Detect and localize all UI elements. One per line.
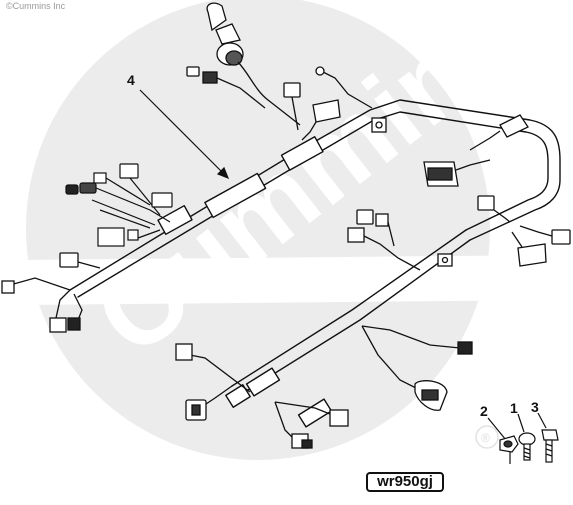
registered-mark: ® xyxy=(475,425,499,449)
registered-mark-symbol: ® xyxy=(481,431,490,445)
sensor-pigtails-left xyxy=(65,163,173,247)
copyright-notice: ©Cummins Inc xyxy=(6,1,66,11)
connector-center-upper xyxy=(347,209,421,271)
connector-right-mid xyxy=(477,195,511,223)
connector-upper-mid xyxy=(283,82,301,131)
hardware-nut xyxy=(487,417,519,453)
connector-right-upper xyxy=(469,114,529,151)
callout-4-leader xyxy=(139,89,230,180)
center-bracket xyxy=(437,253,453,267)
callout-4: 4 xyxy=(127,72,135,88)
callout-2: 2 xyxy=(480,403,488,419)
trunk-bracket xyxy=(371,117,387,133)
connector-right-side xyxy=(519,225,571,245)
sensor-connector-upper xyxy=(186,66,266,109)
callout-1: 1 xyxy=(510,400,518,416)
watermark-disc xyxy=(26,0,490,460)
connector-left-mid xyxy=(59,252,101,269)
watermark-band xyxy=(20,255,560,305)
flat-connector-right xyxy=(511,231,547,267)
ecm-connector xyxy=(423,159,491,187)
hardware-bolt xyxy=(537,412,559,463)
ring-terminal-wire xyxy=(315,66,373,109)
cummins-watermark: Cummins xyxy=(20,0,560,460)
round-connector-top xyxy=(206,2,301,126)
callout-3: 3 xyxy=(531,399,539,415)
lower-connectors xyxy=(175,341,473,449)
left-lead-wires xyxy=(1,277,83,333)
hardware-screw xyxy=(517,413,536,461)
figure-code-label: wr950gj xyxy=(366,472,444,492)
main-harness xyxy=(69,99,561,428)
flat-connector-upper xyxy=(301,99,341,141)
